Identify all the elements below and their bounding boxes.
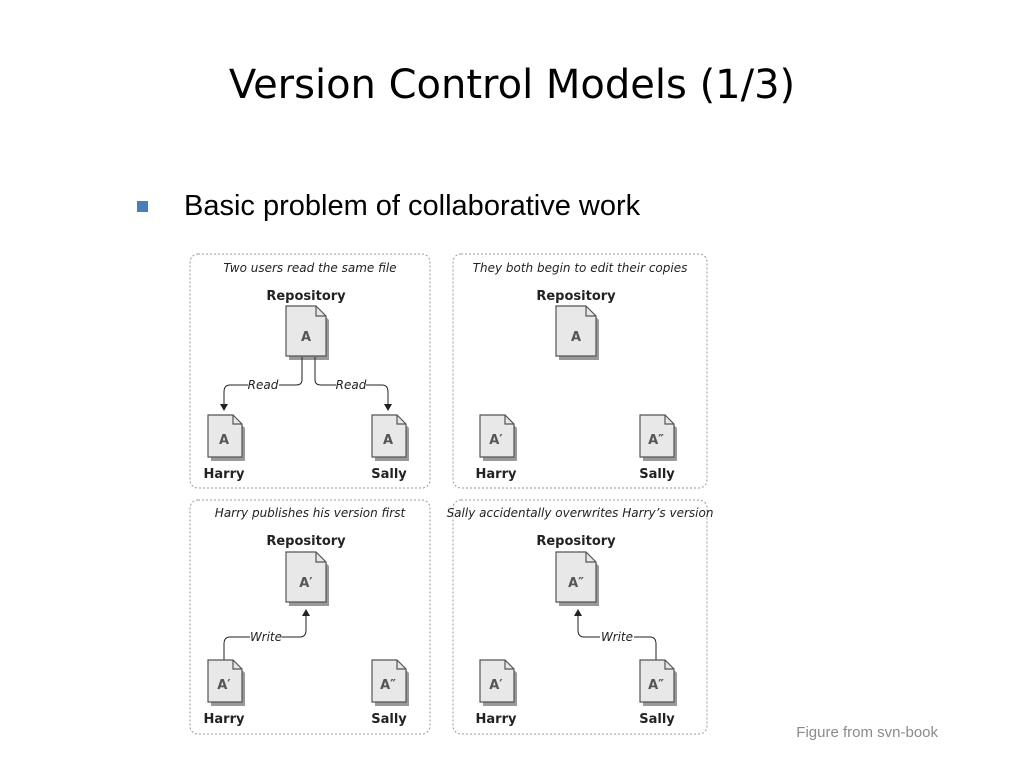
figure-caption: Figure from svn-book [796,724,938,741]
panel-publish: Harry publishes his version first Reposi… [189,499,431,735]
harry-doc-label: A′ [489,678,503,693]
panel-title: Two users read the same file [223,261,396,275]
read-arrow-label-left: Read [248,378,279,392]
sally-doc-label: A″ [648,433,664,448]
repository-label: Repository [266,534,346,549]
sally-label: Sally [371,712,407,727]
repository-doc-label: A″ [568,576,584,591]
repository-doc-label: A [301,330,311,345]
slide-title: Version Control Models (1/3) [228,62,796,108]
sally-label: Sally [639,467,675,482]
repository-doc-label: A [571,330,581,345]
panel-title: Sally accidentally overwrites Harry’s ve… [447,506,714,520]
panel-read: Two users read the same file Repository … [189,253,431,489]
harry-label: Harry [476,467,517,482]
read-arrow-label-right: Read [336,378,367,392]
sally-label: Sally [371,467,407,482]
sally-doc-label: A [383,433,393,448]
sally-label: Sally [639,712,675,727]
harry-label: Harry [204,467,245,482]
panel-edit: They both begin to edit their copies Rep… [452,253,708,489]
repository-label: Repository [266,289,346,304]
harry-label: Harry [204,712,245,727]
bullet-text: Basic problem of collaborative work [184,190,641,222]
bullet-square-icon [137,201,148,212]
repository-label: Repository [536,289,616,304]
bullet-item: Basic problem of collaborative work [137,190,640,223]
sally-doc-label: A″ [380,678,396,693]
repository-doc-label: A′ [299,576,313,591]
repository-label: Repository [536,534,616,549]
panel-overwrite: Sally accidentally overwrites Harry’s ve… [447,499,714,735]
harry-doc-label: A [219,433,229,448]
panel-title: They both begin to edit their copies [473,261,688,275]
harry-doc-label: A′ [489,433,503,448]
write-arrow-label: Write [250,630,282,644]
write-arrow-label: Write [601,630,633,644]
harry-doc-label: A′ [217,678,231,693]
panel-title: Harry publishes his version first [215,506,407,520]
harry-label: Harry [476,712,517,727]
sally-doc-label: A″ [648,678,664,693]
